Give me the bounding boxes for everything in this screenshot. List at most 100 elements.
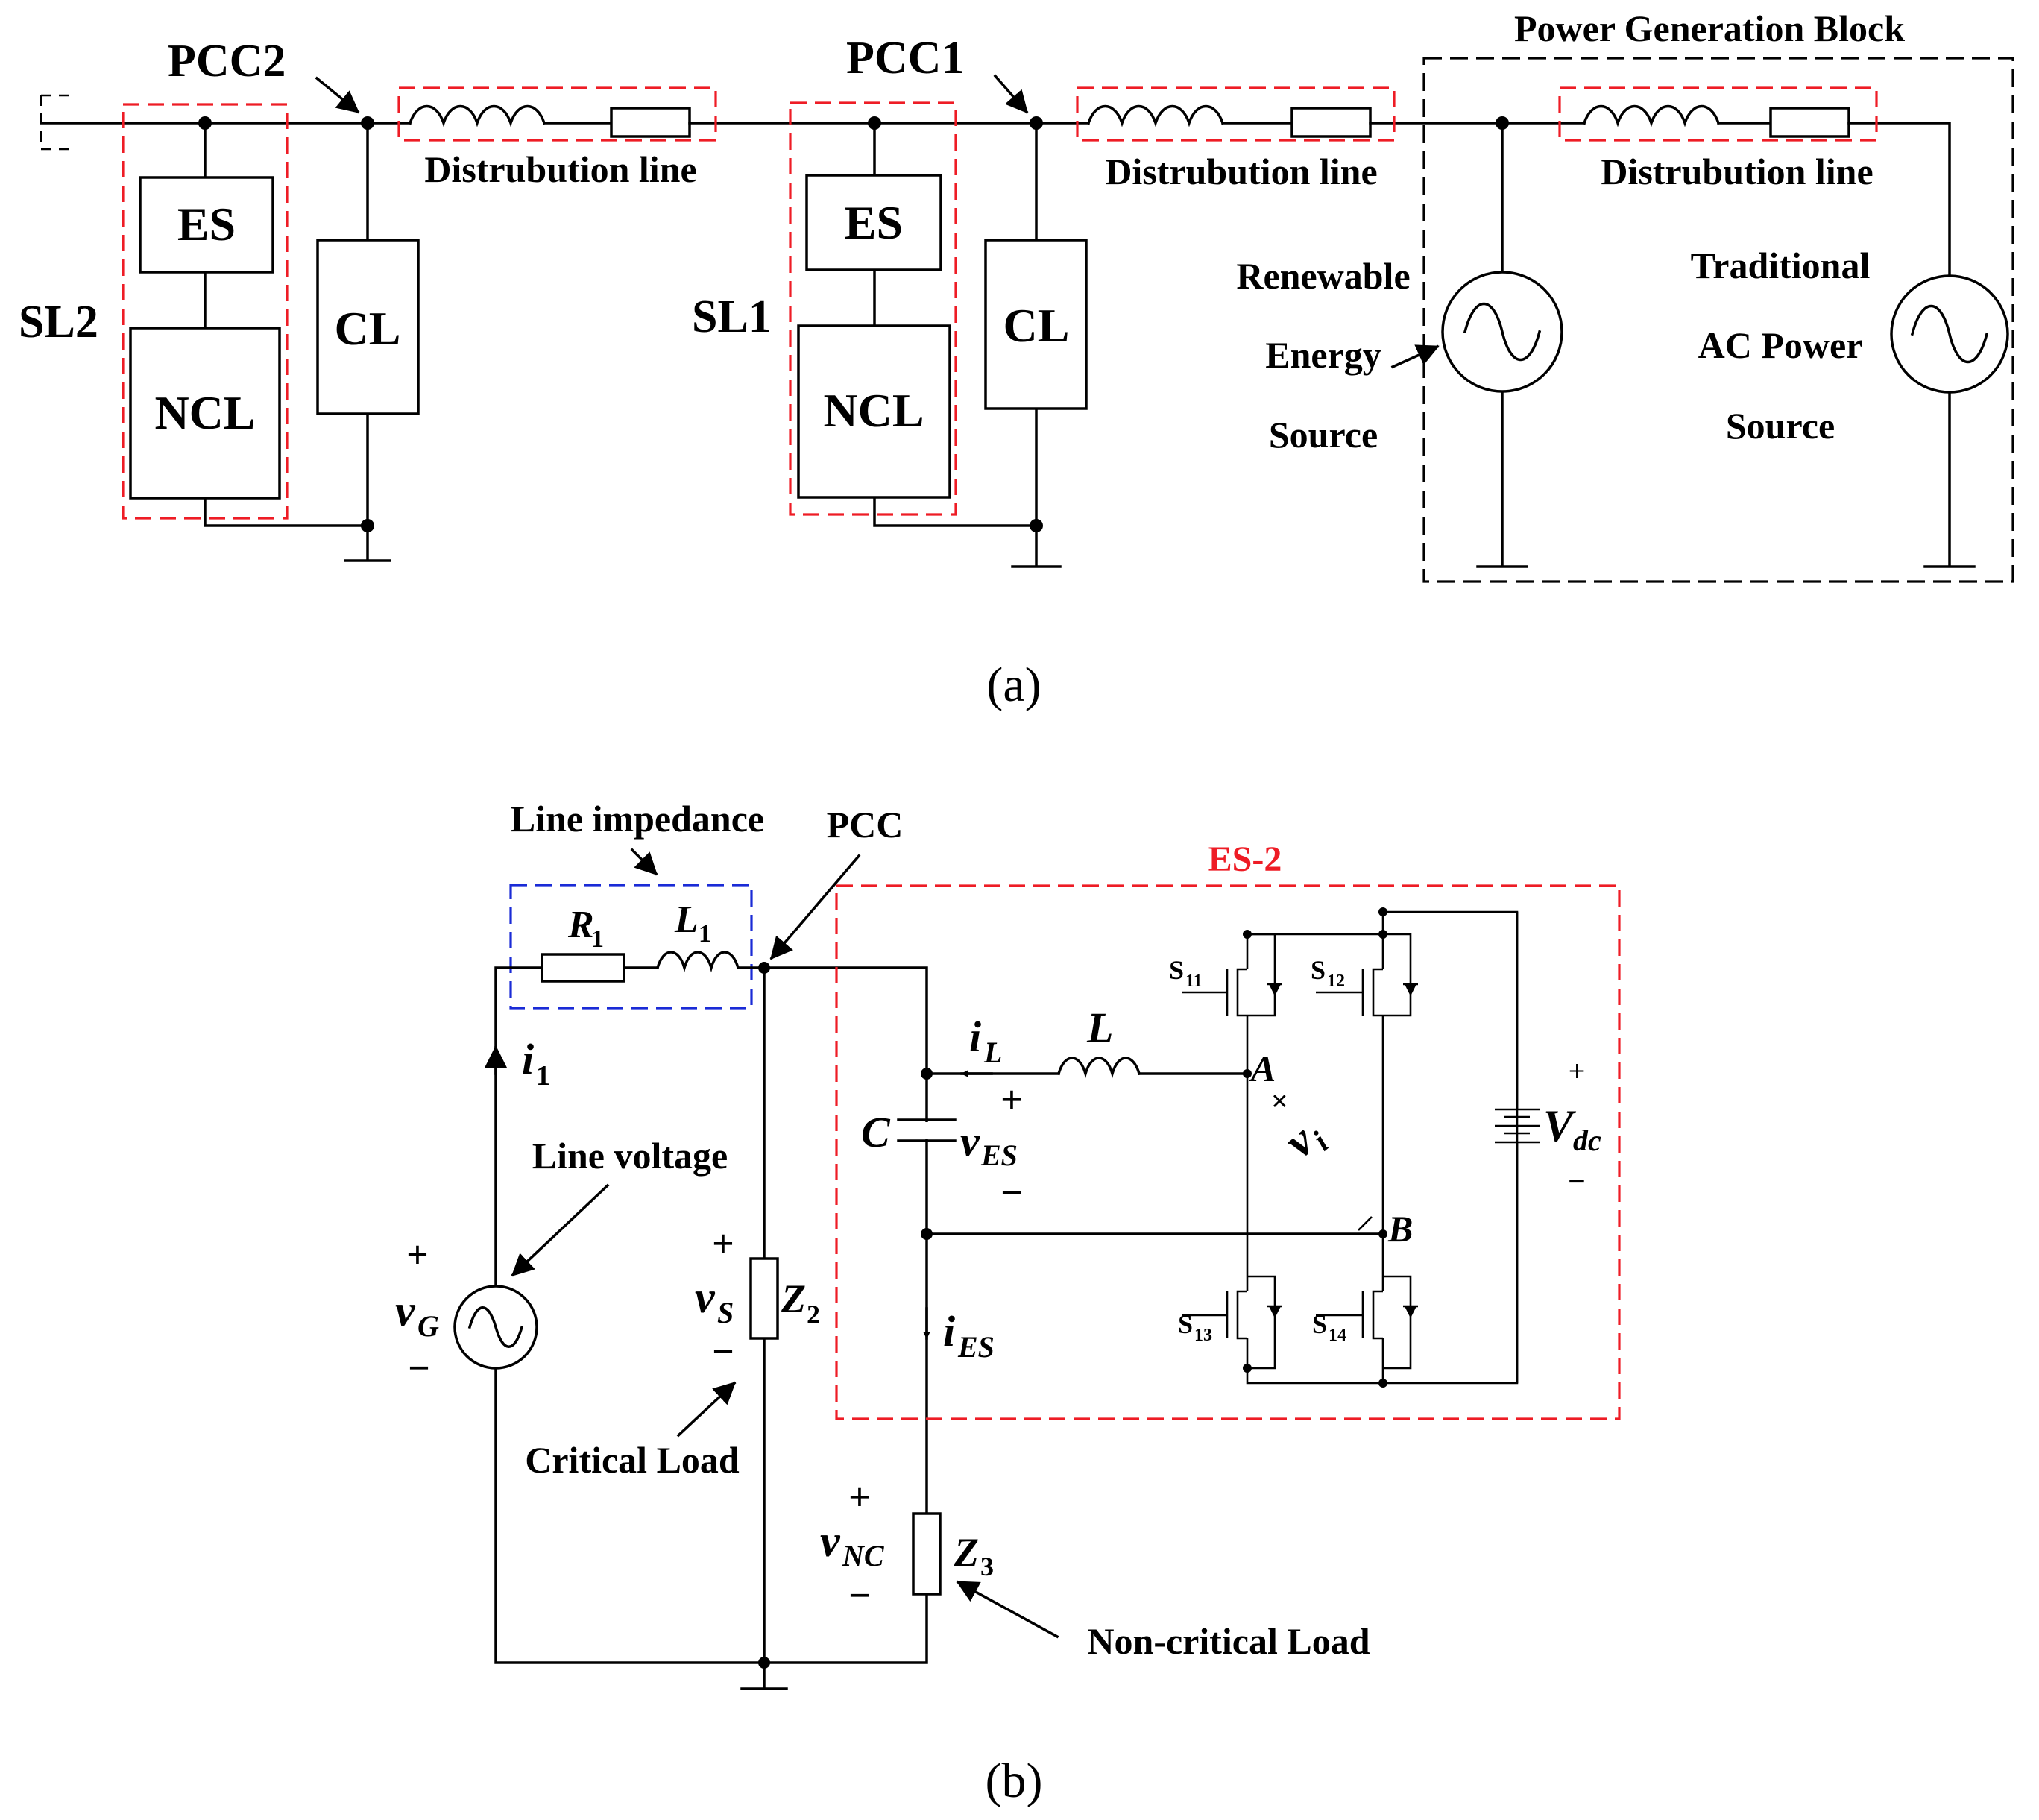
es-label: ES	[845, 196, 903, 249]
sine-wave-icon	[1910, 304, 1989, 364]
vnc-label: v	[820, 1517, 841, 1566]
vg-label: v	[395, 1286, 416, 1335]
vg-plus: +	[406, 1234, 429, 1276]
diagram-b: Line impedance R 1 L 1 PCC i 1 Line volt…	[395, 798, 1621, 1808]
ncl-box-sl1	[797, 324, 951, 499]
capacitor-c	[897, 1118, 957, 1142]
node-b-label: B	[1387, 1208, 1413, 1250]
r1-label: R	[567, 904, 594, 946]
ies-sub: ES	[957, 1330, 995, 1364]
node-a-dot	[1243, 1069, 1252, 1078]
caption-b: (b)	[986, 1754, 1043, 1808]
ves-minus: −	[1000, 1172, 1023, 1215]
vdc-sub: dc	[1573, 1124, 1601, 1157]
vnc-plus: +	[848, 1476, 871, 1519]
mosfet	[1343, 933, 1412, 1017]
diode	[1405, 1306, 1416, 1318]
diagram-a: ES NCL SL2 CL PCC2 Distrubution line ES …	[19, 7, 2014, 712]
s13-label: S	[1178, 1309, 1193, 1339]
vs-sub: S	[717, 1296, 734, 1329]
s11-sub: 11	[1185, 972, 1203, 991]
junction	[868, 116, 881, 130]
vg-sub: G	[417, 1309, 439, 1343]
switch-s11	[1182, 933, 1282, 1017]
vdc-minus: −	[1568, 1165, 1586, 1199]
sl1-label: SL1	[692, 292, 772, 342]
z2-label: Z	[781, 1276, 806, 1321]
inductor-line-a1	[408, 104, 546, 127]
switch-s12	[1316, 933, 1418, 1017]
ies-label: i	[943, 1307, 955, 1355]
inductor-line-a2	[1086, 104, 1225, 127]
switch-s14	[1316, 1275, 1418, 1370]
sine-wave-icon	[1463, 302, 1542, 362]
vnc-sub: NC	[842, 1539, 885, 1572]
line-impedance-arrow	[630, 848, 658, 876]
traditional-label-2: AC Power	[1698, 324, 1863, 366]
power-generation-block-label: Power Generation Block	[1514, 7, 1905, 49]
distribution-line-label-3: Distrubution line	[1601, 151, 1873, 192]
s13-sub: 13	[1194, 1326, 1212, 1345]
battery-icon	[1495, 1108, 1540, 1144]
vg-minus: −	[408, 1347, 430, 1390]
distribution-line-label-2: Distrubution line	[1105, 151, 1377, 192]
vdc-label: V	[1543, 1101, 1577, 1150]
mosfet	[1343, 1275, 1412, 1370]
ves-sub: ES	[980, 1139, 1018, 1172]
s12-label: S	[1311, 955, 1326, 985]
renewable-arrow	[1390, 344, 1440, 369]
es2-box	[835, 884, 1621, 1420]
line-highlight-2	[1076, 86, 1396, 142]
cl-pcc1-wires	[1011, 122, 1062, 568]
renewable-label-3: Source	[1269, 414, 1378, 456]
es-box-sl2	[139, 176, 274, 274]
ncl-label: NCL	[154, 386, 255, 439]
pcc2-label: PCC2	[168, 36, 286, 86]
ves-plus: +	[1000, 1079, 1023, 1121]
vdc-plus: +	[1569, 1054, 1586, 1088]
critical-load-arrow	[676, 1381, 737, 1438]
z2-impedance	[749, 1257, 779, 1340]
cl-box-pcc2	[316, 239, 420, 415]
line-voltage-arrow	[511, 1183, 610, 1277]
node-b-dot	[1378, 1229, 1387, 1238]
vi-plus-marker	[1358, 1216, 1373, 1231]
non-critical-load-label: Non-critical Load	[1087, 1620, 1370, 1662]
h-bridge-wires	[1246, 910, 1519, 1385]
l1-sub: 1	[699, 920, 711, 948]
power-generation-block	[1422, 57, 2014, 583]
junction	[1496, 116, 1509, 130]
pcc1-label: PCC1	[846, 33, 964, 84]
vs-plus: +	[712, 1223, 734, 1265]
renewable-label-1: Renewable	[1236, 255, 1410, 297]
i1-sub: 1	[536, 1060, 550, 1092]
vnc-minus: −	[848, 1575, 871, 1617]
diode	[1269, 984, 1281, 996]
vi-label-group: v i	[1275, 1115, 1335, 1168]
s14-label: S	[1312, 1309, 1327, 1339]
inductor-line-a3	[1582, 104, 1721, 127]
junction-pcc2	[361, 116, 374, 130]
non-critical-load-arrow	[956, 1580, 1059, 1639]
line-impedance-box	[509, 884, 753, 1010]
z3-sub: 3	[980, 1552, 994, 1581]
capacitor-gap	[919, 1122, 936, 1139]
ves-label: v	[960, 1117, 980, 1165]
sl2-label: SL2	[19, 297, 98, 347]
junction	[198, 116, 212, 130]
node-a-label: A	[1249, 1048, 1276, 1089]
il-label: i	[969, 1013, 981, 1061]
pcc1-arrow	[993, 74, 1029, 114]
diode	[1269, 1306, 1281, 1318]
vi-minus-marker: ×	[1271, 1084, 1288, 1118]
r1-sub: 1	[591, 925, 604, 953]
switch-s13	[1182, 1275, 1282, 1370]
s12-sub: 12	[1327, 972, 1345, 991]
vs-minus: −	[712, 1331, 734, 1373]
es-label: ES	[177, 198, 236, 251]
line-voltage-label: Line voltage	[532, 1135, 728, 1177]
z3-impedance	[912, 1512, 942, 1596]
junction	[1030, 519, 1043, 532]
sl2-wires	[204, 122, 369, 527]
